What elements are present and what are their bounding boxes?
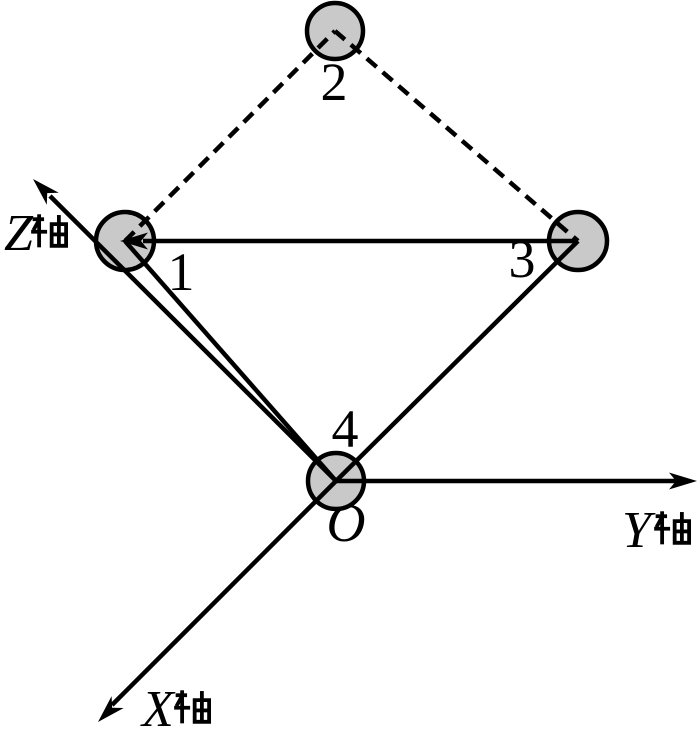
z-axis-arrowhead-icon [33,179,59,205]
zhou-character-icon [172,688,212,726]
origin-label: O [327,493,366,553]
x-axis-arrowhead-icon [98,696,124,722]
edge-1-2-dashed [123,29,337,243]
edge-3-1-arrowhead-icon [120,232,148,250]
z-axis-line [48,194,338,483]
node-4-label: 4 [332,399,359,459]
zhou-character-icon [652,509,691,547]
z-axis-letter: Z [4,205,34,262]
node-1-label: 1 [168,242,195,302]
y-axis-arrowhead-icon [669,472,697,490]
y-axis-letter: Y [622,502,656,559]
edge-4-1 [123,239,338,483]
node-2-label: 2 [321,52,348,112]
zhou-character-icon [29,212,69,250]
x-axis-line [110,479,338,707]
z-axis-label: Z [4,205,69,262]
x-axis-label: X [140,681,212,731]
node-3-label: 3 [509,229,536,289]
edge-2-3-dashed [333,29,580,243]
x-axis-letter: X [140,681,176,731]
y-axis-label: Y [622,502,691,559]
edge-4-3 [334,239,580,483]
